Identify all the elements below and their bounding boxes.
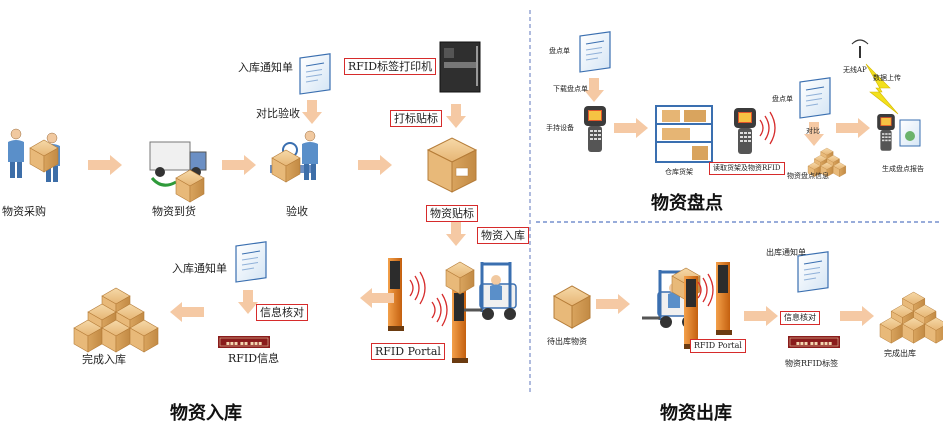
label-compare: 对比验收 [256, 107, 300, 120]
arrow-notice-check [238, 290, 258, 314]
label-purchase: 物资采购 [2, 205, 46, 218]
label-download: 下载盘点单 [553, 85, 588, 93]
label-handheld: 手持设备 [546, 124, 574, 132]
label-read: 读取货架及物资RFID [709, 162, 785, 175]
warehouse-shelf-icon [655, 105, 713, 163]
label-acceptance: 验收 [286, 205, 308, 218]
label-outbound-notice: 出库通知单 [766, 248, 806, 257]
labeled-box-icon [426, 137, 478, 193]
title-inbound: 物资入库 [170, 403, 242, 424]
outbound-notice-doc-icon [797, 251, 829, 293]
inbound-notice-doc2-icon [235, 241, 267, 283]
arrow-check-complete-out [840, 306, 874, 326]
count-sheet-doc-icon [579, 31, 611, 73]
arrow-upload [836, 118, 870, 138]
label-rfid-info: RFID信息 [228, 352, 280, 365]
purchase-people-icon [7, 128, 61, 183]
arrow-purchase-arrival [88, 155, 122, 175]
outbound-portal-scene [640, 262, 732, 349]
report-doc-icon [899, 119, 921, 147]
title-inventory: 物资盘点 [651, 193, 723, 214]
arrow-handheld-shelf [614, 118, 648, 138]
outbound-complete-boxes-icon [880, 292, 943, 343]
label-complete-inbound: 完成入库 [82, 353, 126, 366]
arrow-check-complete [170, 302, 204, 322]
label-notice-top: 入库通知单 [238, 61, 293, 74]
label-upload: 数据上传 [873, 74, 901, 82]
label-labeling: 物资贴标 [426, 205, 478, 222]
arrow-pending-portal [596, 294, 630, 314]
report-scanner-icon [877, 114, 895, 151]
printer-icon [439, 41, 481, 93]
label-wireless-ap: 无线AP [843, 66, 867, 74]
truck-icon [149, 141, 207, 203]
arrow-arrival-acceptance [222, 155, 256, 175]
label-print-label: 打标贴标 [390, 110, 442, 127]
label-stock-in: 物资入库 [477, 227, 529, 244]
inbound-complete-boxes-icon [74, 288, 158, 352]
label-info-check: 信息核对 [256, 304, 308, 321]
label-notice-bottom: 入库通知单 [172, 262, 227, 275]
label-rfid-tag: 物资RFID标签 [785, 359, 839, 368]
label-arrival: 物资到货 [152, 205, 196, 218]
label-count-info: 物资盘点信息 [787, 172, 829, 180]
label-count-sheet: 盘点单 [549, 47, 570, 55]
label-printer: RFID标签打印机 [344, 58, 437, 75]
label-count-sheet-right: 盘点单 [772, 95, 793, 103]
arrow-printer-label [446, 104, 466, 128]
label-complete-outbound: 完成出库 [884, 349, 916, 358]
outbound-rfid-tag-icon [787, 335, 841, 349]
label-report: 生成盘点报告 [882, 165, 924, 173]
label-outbound-check: 信息核对 [780, 311, 820, 325]
label-shelf: 仓库货架 [665, 168, 693, 176]
reader-scanner-icon [734, 108, 756, 154]
pending-box-icon [552, 285, 592, 329]
label-compare-inv: 对比 [806, 127, 820, 135]
arrow-notice-compare [302, 100, 322, 124]
label-outbound-portal: RFID Portal [690, 339, 746, 353]
title-outbound: 物资出库 [660, 403, 732, 424]
count-sheet-right-doc-icon [799, 77, 831, 119]
arrow-labeling-stockin [446, 222, 466, 246]
arrow-portal-check-out [744, 306, 778, 326]
wireless-ap-icon [851, 39, 899, 115]
rfid-info-tag-icon [217, 335, 271, 349]
label-inbound-portal: RFID Portal [371, 343, 445, 360]
inbound-notice-doc-icon [299, 53, 331, 95]
label-pending: 待出库物资 [547, 337, 587, 346]
arrow-acceptance-labeling [358, 155, 392, 175]
inspector-icon [270, 130, 319, 183]
handheld-scanner-icon [584, 106, 606, 152]
